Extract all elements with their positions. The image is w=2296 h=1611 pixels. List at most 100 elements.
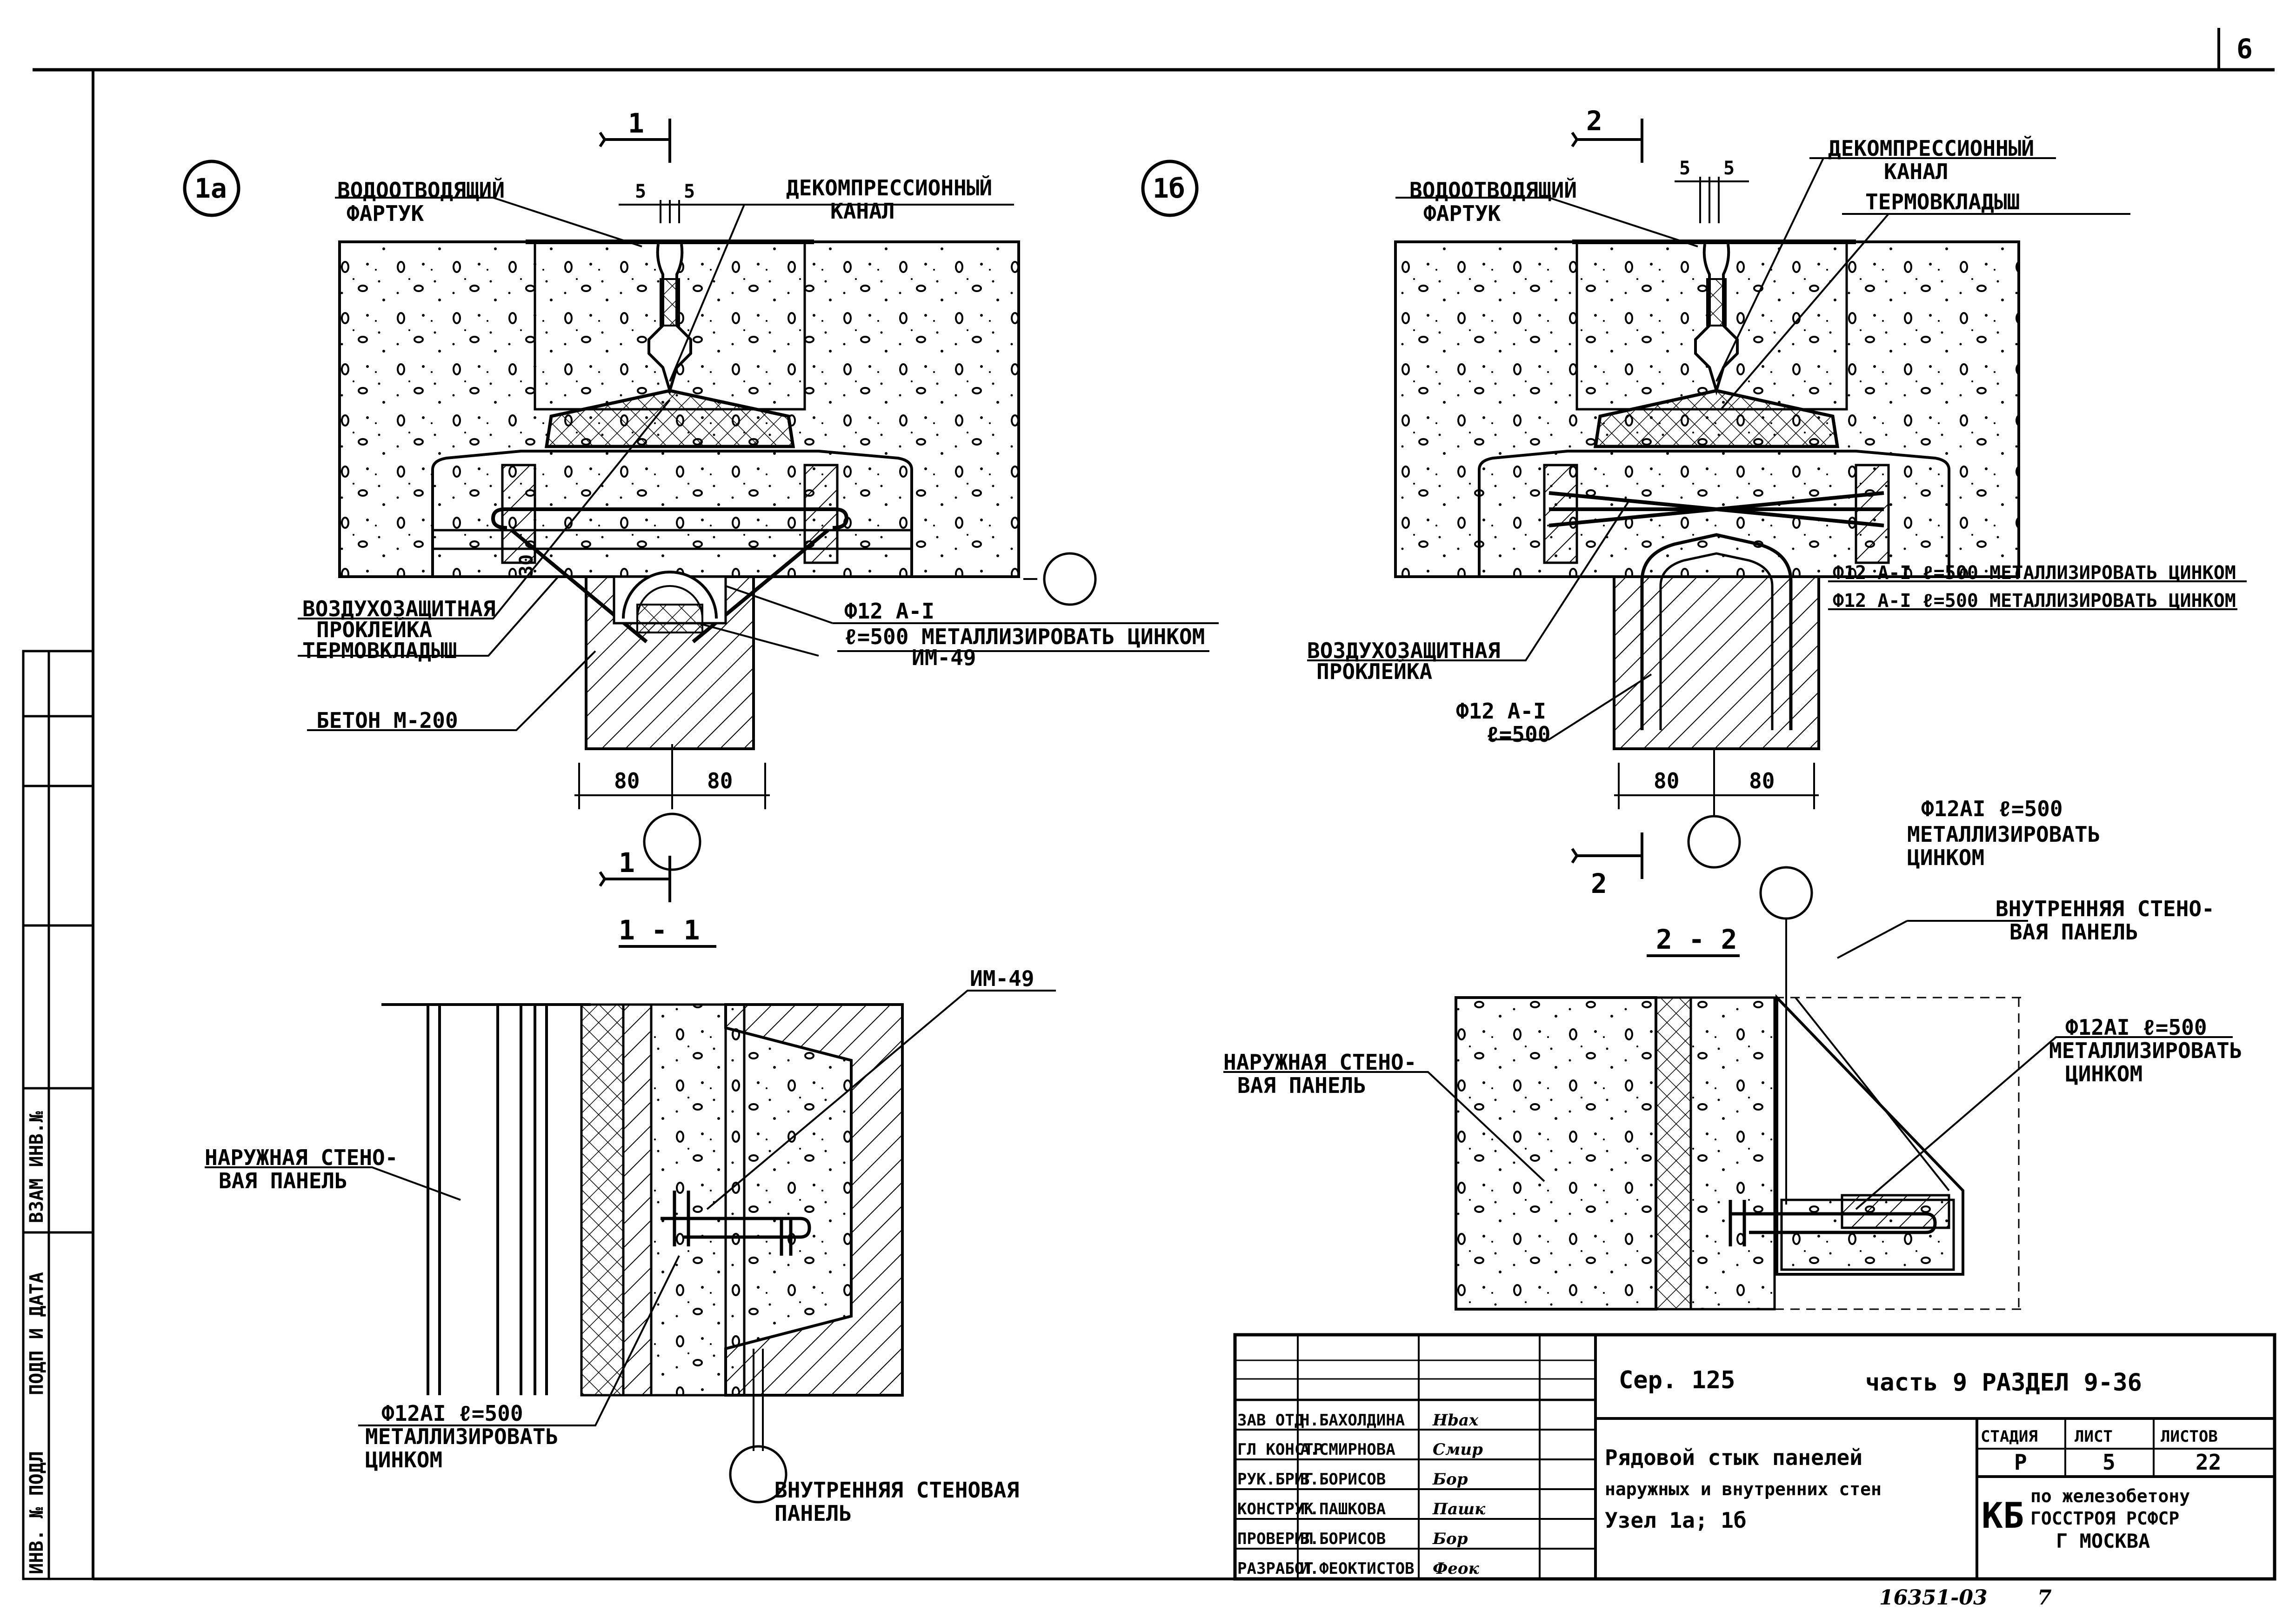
svg-text:5: 5: [684, 181, 695, 202]
svg-text:30: 30: [516, 554, 537, 577]
svg-text:ГОССТРОЯ РСФСР: ГОССТРОЯ РСФСР: [2030, 1508, 2179, 1529]
node-1b: 1б 2 5 5: [1141, 105, 2247, 899]
svg-text:Нbax: Нbax: [1432, 1411, 1479, 1430]
svg-text:РАЗРАБОТ: РАЗРАБОТ: [1237, 1559, 1314, 1578]
svg-text:ИМ-49: ИМ-49: [912, 645, 976, 670]
bottom-code: 16351-03: [1879, 1586, 1988, 1609]
svg-text:ВОДООТВОДЯЩИЙ: ВОДООТВОДЯЩИЙ: [337, 178, 505, 203]
svg-text:ВАЯ ПАНЕЛЬ: ВАЯ ПАНЕЛЬ: [219, 1168, 347, 1193]
org-code: КБ: [1982, 1495, 2024, 1536]
node-1b-inner-panel: [1613, 575, 1820, 750]
svg-text:МЕТАЛЛИЗИРОВАТЬ: МЕТАЛЛИЗИРОВАТЬ: [2049, 1038, 2242, 1063]
title-block: [1233, 1333, 2276, 1581]
svg-text:Бор: Бор: [1432, 1530, 1468, 1548]
svg-text:ПАНЕЛЬ: ПАНЕЛЬ: [774, 1501, 852, 1526]
node-1a-marker: [183, 160, 240, 217]
svg-text:В.БОРИСОВ: В.БОРИСОВ: [1300, 1470, 1386, 1489]
svg-text:по железобетону: по железобетону: [2030, 1486, 2190, 1506]
svg-text:ВОЗДУХОЗАЩИТНАЯ: ВОЗДУХОЗАЩИТНАЯ: [1307, 638, 1500, 663]
svg-text:ВОЗДУХОЗАЩИТНАЯ: ВОЗДУХОЗАЩИТНАЯ: [302, 596, 495, 621]
svg-text:Ф12 А-I ℓ=500 МЕТАЛЛИЗИРОВАТЬ: Ф12 А-I ℓ=500 МЕТАЛЛИЗИРОВАТЬ ЦИНКОМ: [1833, 562, 2236, 584]
svg-text:ЛИСТОВ: ЛИСТОВ: [2161, 1427, 2218, 1446]
svg-text:ВОДООТВОДЯЩИЙ: ВОДООТВОДЯЩИЙ: [1409, 178, 1577, 203]
section-2-2: 2 - 2 Ф12АI ℓ=500 МЕТАЛЛИЗИРОВАТЬ ЦИНКОМ: [1223, 796, 2242, 1311]
svg-text:БЕТОН М-200: БЕТОН М-200: [316, 708, 458, 733]
svg-text:Ф12АI ℓ=500: Ф12АI ℓ=500: [381, 1401, 523, 1426]
svg-text:80: 80: [1654, 768, 1679, 793]
svg-text:В.БОРИСОВ: В.БОРИСОВ: [1300, 1530, 1386, 1548]
svg-text:ДЕКОМПРЕССИОННЫЙ: ДЕКОМПРЕССИОННЫЙ: [786, 175, 992, 200]
node-1b-marker: [1141, 160, 1199, 217]
stamp-label-3: ИНВ. № ПОДЛ: [26, 1451, 47, 1574]
svg-text:КАНАЛ: КАНАЛ: [830, 199, 894, 224]
svg-text:РУК.БРИГ: РУК.БРИГ: [1237, 1470, 1314, 1489]
drawing-title-1: Рядовой стык панелей: [1605, 1445, 1862, 1470]
section-1-1: 1 1 - 1: [205, 847, 1056, 1526]
svg-text:Н.БАХОЛДИНА: Н.БАХОЛДИНА: [1300, 1411, 1405, 1430]
svg-text:И.ФЕОКТИСТОВ: И.ФЕОКТИСТОВ: [1300, 1559, 1415, 1578]
svg-text:ДЕКОМПРЕССИОННЫЙ: ДЕКОМПРЕССИОННЫЙ: [1828, 136, 2034, 161]
svg-text:5: 5: [635, 181, 646, 202]
svg-text:ГЛ КОНСТР: ГЛ КОНСТР: [1237, 1440, 1323, 1459]
node-1b-marker-label: 1б: [1153, 173, 1185, 204]
svg-text:5: 5: [1679, 158, 1690, 179]
svg-text:80: 80: [707, 768, 733, 793]
node-1a: 1а 1 5 5: [183, 107, 1219, 871]
svg-text:ЦИНКОМ: ЦИНКОМ: [1907, 845, 1984, 870]
section-1-1-title: 1 - 1: [619, 914, 700, 946]
svg-text:ЛИСТ: ЛИСТ: [2075, 1427, 2113, 1446]
left-stamp: [22, 650, 94, 1580]
svg-text:22: 22: [2196, 1450, 2221, 1475]
node-1a-thermo-insert: [544, 389, 795, 448]
svg-text:ФАРТУК: ФАРТУК: [1423, 201, 1501, 226]
node-1a-section-mark: 1: [628, 107, 644, 139]
svg-text:ПРОКЛЕЙКА: ПРОКЛЕЙКА: [316, 617, 432, 642]
svg-text:ЦИНКОМ: ЦИНКОМ: [365, 1447, 442, 1472]
svg-text:5: 5: [1723, 158, 1735, 179]
node-1a-marker-label: 1а: [194, 173, 227, 204]
svg-text:1: 1: [619, 847, 635, 879]
svg-text:ВНУТРЕННЯЯ СТЕНОВАЯ: ВНУТРЕННЯЯ СТЕНОВАЯ: [774, 1478, 1019, 1503]
svg-text:ПРОКЛЕЙКА: ПРОКЛЕЙКА: [1316, 659, 1432, 684]
svg-text:Ф12 А-I: Ф12 А-I: [1456, 699, 1546, 724]
svg-text:ФАРТУК: ФАРТУК: [347, 201, 424, 226]
stamp-label-1: ВЗАМ ИНВ.№: [26, 1111, 47, 1223]
svg-text:Бор: Бор: [1432, 1470, 1468, 1489]
svg-text:ТЕРМОВКЛАДЫШ: ТЕРМОВКЛАДЫШ: [302, 638, 457, 663]
svg-text:ВНУТРЕННЯЯ СТЕНО-: ВНУТРЕННЯЯ СТЕНО-: [1996, 896, 2215, 921]
section-2-2-title: 2 - 2: [1656, 924, 1737, 955]
svg-text:Г.ПАШКОВА: Г.ПАШКОВА: [1300, 1500, 1386, 1518]
svg-text:Ф12 А-I ℓ=500 МЕТАЛЛИЗИРОВАТЬ: Ф12 А-I ℓ=500 МЕТАЛЛИЗИРОВАТЬ ЦИНКОМ: [1833, 590, 2236, 612]
svg-text:ТЕРМОВКЛАДЫШ: ТЕРМОВКЛАДЫШ: [1865, 189, 2020, 214]
svg-text:А.СМИРНОВА: А.СМИРНОВА: [1300, 1440, 1395, 1459]
svg-text:80: 80: [614, 768, 640, 793]
svg-text:Пашк: Пашк: [1432, 1500, 1486, 1518]
svg-text:Ф12 А-I: Ф12 А-I: [844, 599, 934, 624]
svg-text:МЕТАЛЛИЗИРОВАТЬ: МЕТАЛЛИЗИРОВАТЬ: [365, 1424, 558, 1449]
svg-text:НАРУЖНАЯ СТЕНО-: НАРУЖНАЯ СТЕНО-: [205, 1145, 398, 1170]
svg-text:80: 80: [1749, 768, 1775, 793]
svg-text:НАРУЖНАЯ СТЕНО-: НАРУЖНАЯ СТЕНО-: [1223, 1050, 1416, 1075]
svg-text:5: 5: [2102, 1450, 2116, 1475]
svg-text:ЗАВ ОТД: ЗАВ ОТД: [1237, 1411, 1304, 1430]
svg-text:ℓ=500 МЕТАЛЛИЗИРОВАТЬ ЦИНКОМ: ℓ=500 МЕТАЛЛИЗИРОВАТЬ ЦИНКОМ: [844, 624, 1205, 649]
title-block-series: Сер. 125: [1619, 1366, 1735, 1394]
svg-text:СТАДИЯ: СТАДИЯ: [1981, 1427, 2038, 1446]
svg-text:КАНАЛ: КАНАЛ: [1884, 159, 1948, 184]
svg-text:ВАЯ ПАНЕЛЬ: ВАЯ ПАНЕЛЬ: [2009, 919, 2138, 945]
svg-text:Г МОСКВА: Г МОСКВА: [2056, 1530, 2150, 1552]
svg-text:ИМ-49: ИМ-49: [970, 966, 1034, 991]
node-1b-section-mark: 2: [1586, 105, 1602, 137]
svg-text:ВАЯ ПАНЕЛЬ: ВАЯ ПАНЕЛЬ: [1237, 1073, 1366, 1098]
drawing-title-3: Узел 1а; 1б: [1605, 1508, 1747, 1533]
title-block-part: часть 9 РАЗДЕЛ 9-36: [1865, 1369, 2142, 1397]
bottom-number: 7: [2037, 1586, 2052, 1609]
svg-text:КОНСТРУК: КОНСТРУК: [1237, 1500, 1314, 1518]
svg-text:2: 2: [1591, 868, 1607, 899]
svg-text:ℓ=500: ℓ=500: [1486, 722, 1550, 747]
svg-text:Смир: Смир: [1433, 1440, 1483, 1459]
svg-text:Ф12АI ℓ=500: Ф12АI ℓ=500: [2065, 1015, 2207, 1040]
svg-text:ЦИНКОМ: ЦИНКОМ: [2065, 1061, 2142, 1086]
stamp-label-2: ПОДП И ДАТА: [26, 1272, 47, 1395]
